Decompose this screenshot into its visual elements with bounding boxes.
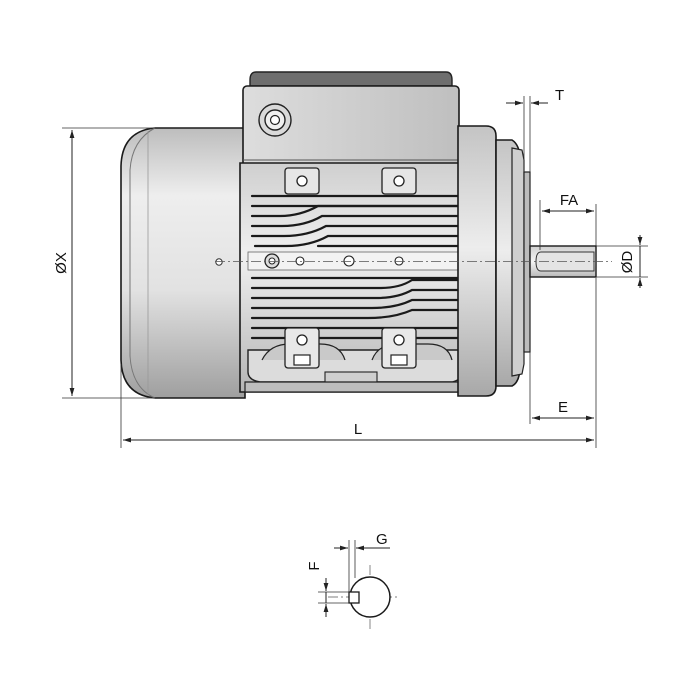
motor-body xyxy=(239,162,477,393)
fan-cover-center-mark xyxy=(215,258,223,266)
label-d: ØD xyxy=(619,251,636,274)
motor xyxy=(120,71,612,399)
dim-fa: FA xyxy=(539,192,597,250)
dim-spigot-t: T xyxy=(506,87,564,172)
label-t: T xyxy=(555,87,564,104)
dim-g: G xyxy=(334,531,390,592)
label-f: F xyxy=(306,561,323,570)
label-g: G xyxy=(376,531,388,548)
dim-length-l: L xyxy=(120,278,597,448)
dimension-lines: ØX L E FA ØD xyxy=(53,87,648,448)
dim-shaft-length-e: E xyxy=(529,352,594,424)
dim-diameter-x: ØX xyxy=(53,127,155,399)
label-x: ØX xyxy=(53,252,70,274)
label-l: L xyxy=(354,421,362,438)
keyway xyxy=(348,591,360,604)
cooling-fins-lower xyxy=(250,276,462,340)
dim-f: F xyxy=(306,561,349,617)
spigot xyxy=(523,171,531,353)
cooling-fins-upper xyxy=(250,194,462,248)
end-shield xyxy=(457,125,531,397)
fan-cover xyxy=(120,127,246,399)
label-e: E xyxy=(558,399,568,416)
dim-shaft-diameter-d: ØD xyxy=(596,235,648,288)
shaft-cross-section: G F xyxy=(306,531,400,630)
label-fa: FA xyxy=(560,192,578,209)
terminal-box xyxy=(242,71,460,171)
